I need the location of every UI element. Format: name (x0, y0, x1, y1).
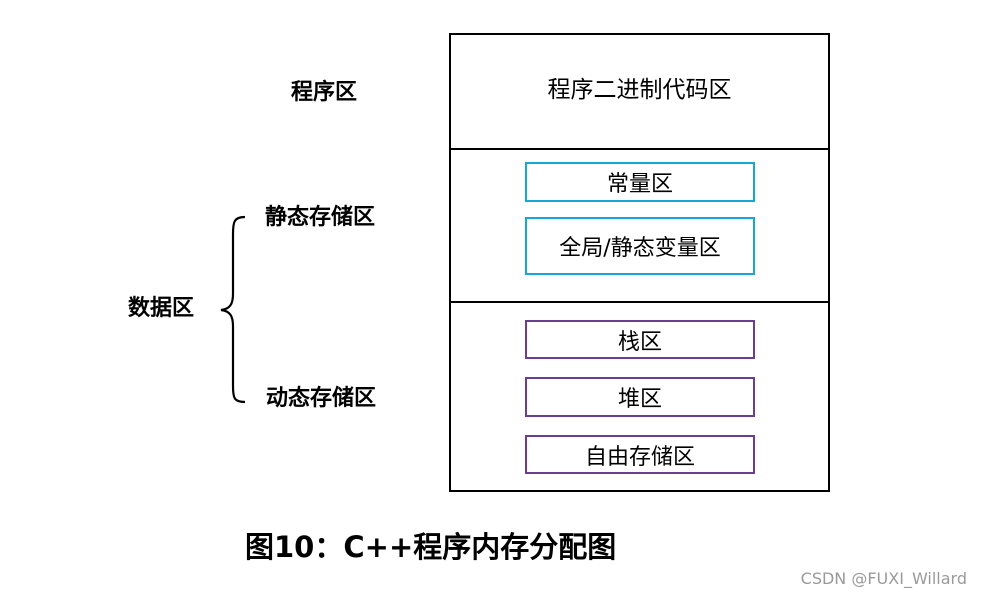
watermark-text: CSDN @FUXI_Willard (800, 569, 967, 588)
static-storage-label: 静态存储区 (265, 205, 376, 230)
constant-area-box: 常量区 (525, 162, 755, 202)
curly-brace-icon (220, 215, 246, 404)
free-store-area-box: 自由存储区 (525, 435, 755, 474)
section-divider (451, 301, 828, 303)
program-area-label: 程序区 (291, 80, 358, 105)
global-static-variable-area-box: 全局/静态变量区 (525, 217, 755, 275)
data-area-label: 数据区 (128, 296, 195, 321)
heap-area-box: 堆区 (525, 377, 755, 417)
dynamic-storage-label: 动态存储区 (266, 386, 377, 411)
program-binary-code-area: 程序二进制代码区 (547, 77, 732, 103)
stack-area-box: 栈区 (525, 320, 755, 359)
memory-layout-diagram: 程序二进制代码区 常量区 全局/静态变量区 栈区 堆区 自由存储区 (449, 33, 830, 492)
section-divider (451, 148, 828, 150)
figure-caption: 图10：C++程序内存分配图 (245, 530, 617, 564)
